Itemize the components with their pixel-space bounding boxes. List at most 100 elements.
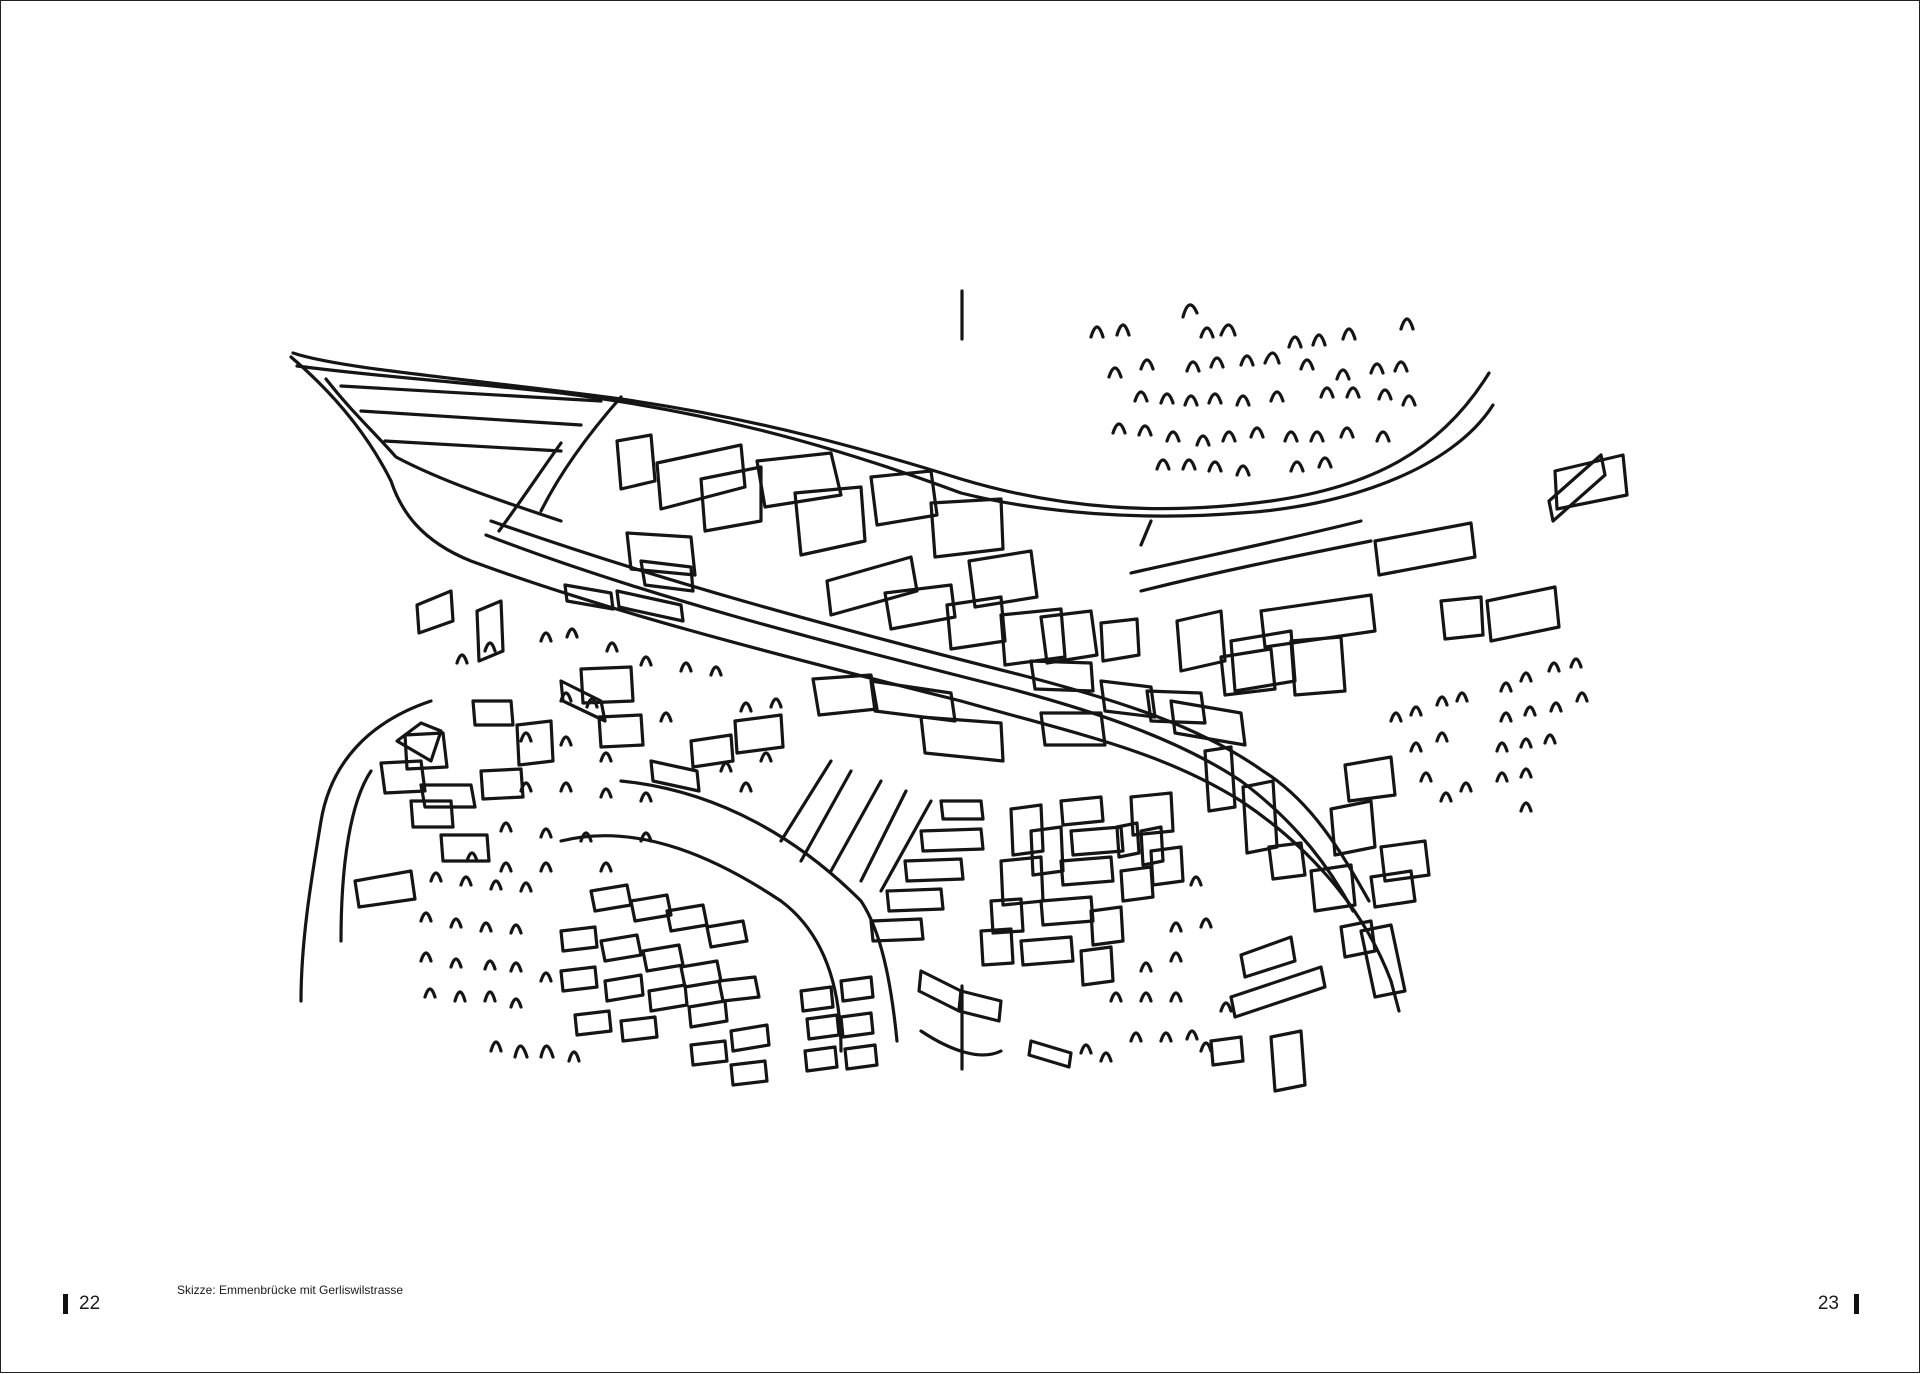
building-58 bbox=[885, 887, 945, 913]
tree-cluster-bottom-centre bbox=[1079, 875, 1233, 1063]
building-69 bbox=[1019, 935, 1075, 967]
building-60 bbox=[1009, 803, 1045, 857]
building-86 bbox=[1379, 839, 1431, 883]
building-88 bbox=[1339, 919, 1377, 959]
tree-cluster-top-right bbox=[1089, 303, 1417, 477]
field-line-3 bbox=[383, 439, 563, 453]
building-107 bbox=[729, 1023, 771, 1053]
building-56 bbox=[919, 827, 985, 853]
building-85 bbox=[1329, 799, 1377, 857]
building-82 bbox=[1267, 841, 1307, 881]
building-49 bbox=[379, 759, 427, 795]
building-84 bbox=[1343, 755, 1397, 803]
building-7 bbox=[929, 497, 1005, 559]
page-marker-right bbox=[1854, 1294, 1859, 1314]
building-12 bbox=[999, 607, 1067, 667]
road-diagonal-mid bbox=[539, 395, 623, 513]
road-left-upper bbox=[324, 377, 563, 523]
field-stripe-4 bbox=[859, 789, 908, 883]
building-105 bbox=[647, 983, 689, 1013]
building-104 bbox=[603, 973, 645, 1003]
building-108 bbox=[573, 1009, 613, 1037]
building-77 bbox=[917, 969, 963, 1013]
curved-road-centre bbox=[919, 1029, 1003, 1057]
building-20 bbox=[869, 679, 957, 723]
building-43 bbox=[515, 719, 555, 767]
page-number-left: 22 bbox=[79, 1293, 101, 1314]
building-52 bbox=[409, 799, 455, 829]
road-diagonal-left bbox=[497, 441, 563, 533]
curved-road-mid-outer bbox=[559, 834, 843, 1053]
road-left-lower bbox=[289, 355, 1401, 1013]
building-101 bbox=[679, 959, 723, 989]
field-line-2 bbox=[359, 409, 583, 427]
building-68 bbox=[1039, 895, 1095, 927]
building-46 bbox=[689, 733, 735, 769]
building-91 bbox=[1239, 935, 1297, 979]
building-89 bbox=[1359, 923, 1407, 999]
building-65 bbox=[1059, 795, 1105, 827]
building-64 bbox=[979, 927, 1015, 967]
building-74 bbox=[1079, 945, 1115, 987]
building-53 bbox=[439, 833, 491, 863]
building-18 bbox=[615, 589, 685, 623]
building-103 bbox=[559, 965, 599, 993]
building-66 bbox=[1069, 825, 1125, 857]
building-19 bbox=[811, 673, 879, 717]
building-40 bbox=[579, 665, 635, 705]
building-55 bbox=[939, 799, 985, 821]
tree-cluster-lower-left bbox=[419, 871, 581, 1063]
curved-road-left-inner bbox=[339, 769, 373, 943]
building-98 bbox=[559, 925, 599, 953]
field-stripe-1 bbox=[779, 759, 833, 843]
building-36 bbox=[1547, 453, 1607, 523]
building-90 bbox=[1229, 965, 1327, 1019]
building-2 bbox=[655, 443, 747, 511]
building-93 bbox=[1209, 1035, 1245, 1067]
page-marker-left bbox=[63, 1294, 68, 1314]
railway-right-1 bbox=[1129, 519, 1363, 575]
railway-right-2 bbox=[1139, 539, 1373, 593]
building-3 bbox=[699, 465, 763, 533]
building-100 bbox=[641, 943, 685, 973]
building-33 bbox=[1439, 595, 1485, 641]
building-75 bbox=[1115, 821, 1141, 859]
building-13 bbox=[1039, 609, 1099, 665]
tree-cluster-right bbox=[1389, 657, 1589, 813]
figure-caption: Skizze: Emmenbrücke mit Gerliswilstrasse bbox=[177, 1283, 404, 1297]
building-48 bbox=[395, 721, 443, 763]
building-26 bbox=[1169, 699, 1247, 747]
curved-road-mid-inner bbox=[619, 779, 899, 1043]
building-10 bbox=[945, 595, 1007, 651]
rail-line-1 bbox=[484, 533, 1355, 913]
river-lower-edge bbox=[295, 364, 1495, 518]
building-16 bbox=[639, 559, 695, 593]
field-stripe-5 bbox=[879, 799, 933, 893]
building-1 bbox=[615, 433, 657, 491]
building-37 bbox=[415, 589, 455, 635]
building-83 bbox=[1309, 863, 1357, 913]
building-81 bbox=[1241, 779, 1279, 855]
building-115 bbox=[839, 975, 875, 1003]
river-upper-edge bbox=[291, 351, 1491, 511]
building-116 bbox=[839, 1011, 875, 1039]
building-8 bbox=[825, 555, 919, 617]
building-95 bbox=[629, 893, 673, 923]
building-97 bbox=[705, 919, 749, 949]
building-63 bbox=[989, 897, 1025, 935]
building-14 bbox=[1099, 617, 1141, 663]
building-78 bbox=[957, 989, 1003, 1023]
building-80 bbox=[1203, 745, 1237, 813]
field-stripe-3 bbox=[829, 779, 883, 873]
railway-right-3 bbox=[1139, 519, 1153, 547]
building-92 bbox=[1269, 1029, 1307, 1093]
building-24 bbox=[1099, 679, 1157, 719]
building-113 bbox=[805, 1013, 841, 1041]
building-5 bbox=[793, 485, 867, 557]
building-29 bbox=[1259, 593, 1377, 649]
field-line-1 bbox=[339, 384, 603, 403]
building-110 bbox=[689, 1039, 729, 1067]
building-38 bbox=[475, 599, 505, 663]
building-96 bbox=[665, 903, 709, 933]
